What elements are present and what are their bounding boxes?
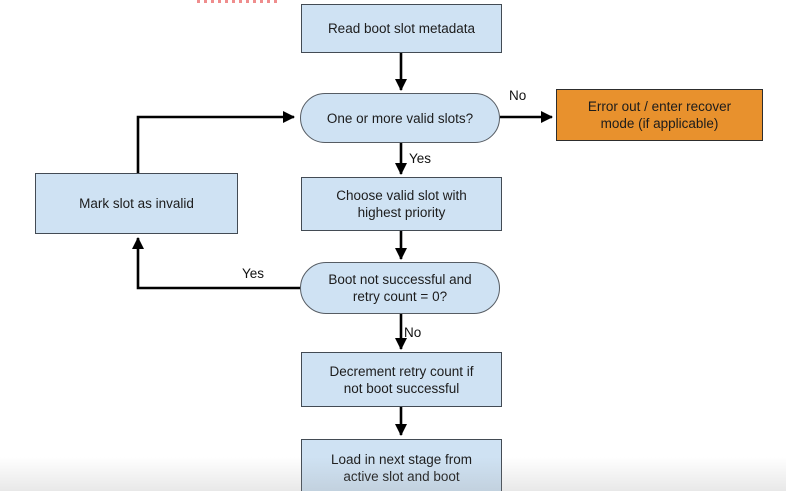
node-label: Read boot slot metadata [327, 21, 476, 36]
node-label: One or more valid slots? [326, 110, 474, 126]
edge-label-yes-retry: Yes [242, 266, 265, 281]
flow-node-mark-slot-invalid: Mark slot as invalid [35, 173, 238, 234]
node-label: Mark slot as invalid [79, 196, 194, 211]
arrow-mark-to-valid [136, 111, 295, 173]
edge-label-yes-valid-slots: Yes [409, 151, 432, 166]
flow-decision-valid-slots: One or more valid slots? [300, 93, 500, 143]
flow-node-read-boot-slot-metadata: Read boot slot metadata [301, 4, 502, 53]
clipped-red-text-fragment [197, 0, 277, 3]
edge-label-no-valid-slots: No [509, 88, 527, 103]
edge-label-no-retry: No [404, 325, 422, 340]
arrow-retry-yes-to-mark [132, 237, 300, 290]
